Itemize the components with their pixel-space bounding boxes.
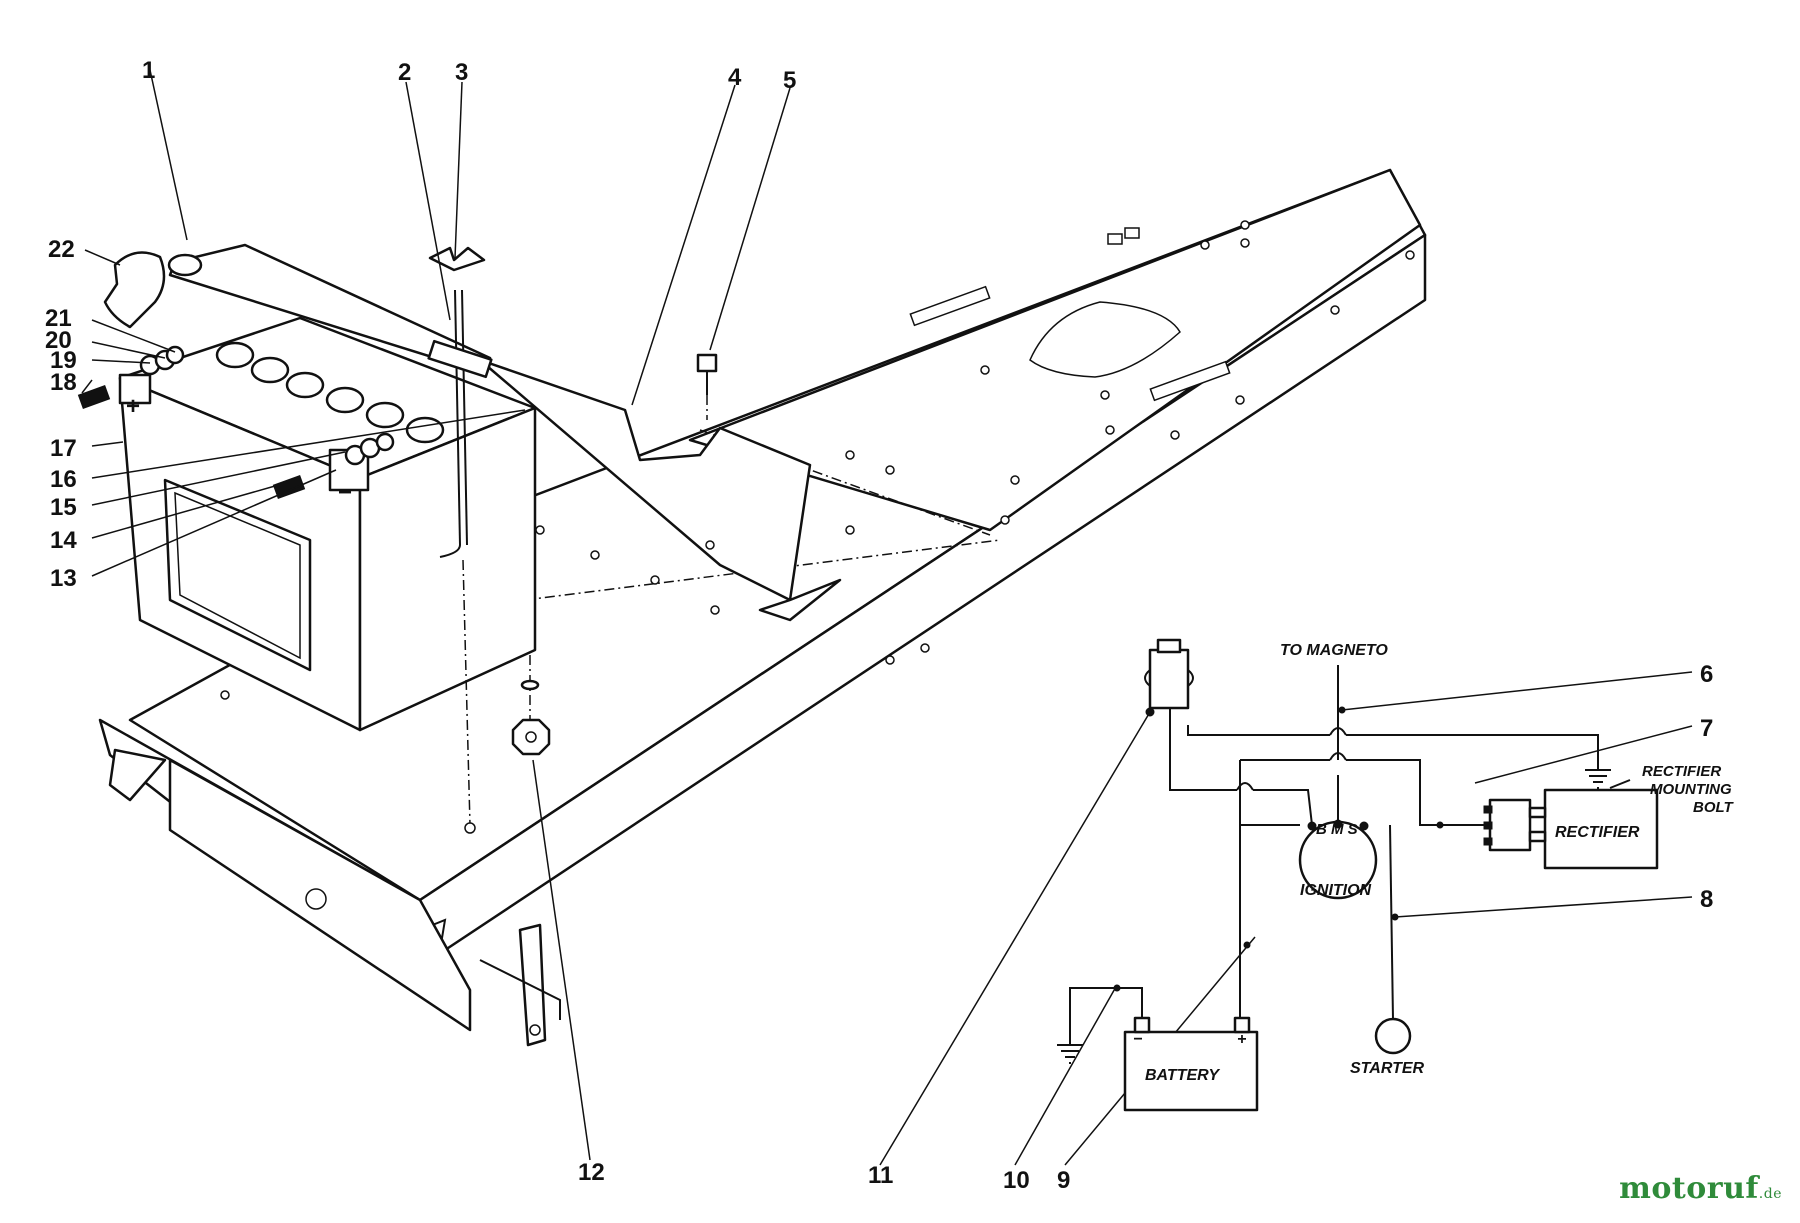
rectifier-box xyxy=(1543,788,1659,870)
callout-12: 12 xyxy=(578,1159,605,1186)
battery-terminals xyxy=(77,345,395,500)
ignition-label: IGNITION xyxy=(1300,882,1372,899)
callout-11: 11 xyxy=(868,1162,893,1189)
rectifier-bolt-label-2: MOUNTING xyxy=(1650,781,1732,798)
wiring-schematic: B M S TO MAGNETO RECTIFIER RECTIFIER xyxy=(1057,638,1735,1112)
callout-3: 3 xyxy=(455,59,468,86)
callout-6: 6 xyxy=(1700,661,1713,688)
rectifier-bolt-label-1: RECTIFIER xyxy=(1642,763,1721,780)
callout-numbers: 1 2 3 4 5 6 7 8 9 10 11 12 13 14 15 16 1… xyxy=(45,57,1713,1194)
battery-label: BATTERY xyxy=(1145,1067,1220,1084)
rectifier-label: RECTIFIER xyxy=(1555,824,1640,841)
callout-9: 9 xyxy=(1057,1167,1070,1194)
callout-20: 20 xyxy=(45,327,72,354)
callout-1: 1 xyxy=(142,57,155,84)
battery-assembly: + − xyxy=(77,243,718,834)
battery-neg-mark: − xyxy=(338,479,352,506)
leader-lines xyxy=(81,69,1693,1166)
callout-13: 13 xyxy=(50,565,77,592)
seat-plate-marks xyxy=(1107,227,1140,245)
rectifier-ground-icon xyxy=(1585,769,1611,789)
rectifier-bolt-label-3: BOLT xyxy=(1693,799,1735,816)
battery-neg-label: − xyxy=(1133,1031,1142,1048)
watermark-brand: motoruf xyxy=(1619,1171,1759,1206)
callout-4: 4 xyxy=(728,64,742,91)
battery-ground-icon xyxy=(1057,1044,1083,1064)
starter-icon xyxy=(1374,1017,1412,1055)
schematic-battery xyxy=(1123,1030,1259,1112)
callout-18: 18 xyxy=(50,369,77,396)
callout-7: 7 xyxy=(1700,715,1713,742)
callout-19: 19 xyxy=(50,347,77,374)
callout-10: 10 xyxy=(1003,1167,1030,1194)
watermark-suffix: .de xyxy=(1758,1186,1782,1202)
callout-17: 17 xyxy=(50,435,77,462)
starter-label: STARTER xyxy=(1350,1060,1425,1077)
battery-pos-mark: + xyxy=(126,393,140,420)
battery-pos-label: + xyxy=(1237,1031,1246,1048)
callout-2: 2 xyxy=(398,59,411,86)
watermark-logo: motoruf.de xyxy=(1619,1171,1782,1206)
callout-22: 22 xyxy=(48,236,75,263)
chassis-frame xyxy=(98,168,1427,1047)
switch-terminal-labels: B M S xyxy=(1316,821,1358,838)
callout-14: 14 xyxy=(50,527,77,554)
callout-16: 16 xyxy=(50,466,77,493)
to-magneto-label: TO MAGNETO xyxy=(1280,642,1388,659)
callout-21: 21 xyxy=(45,305,72,332)
callout-5: 5 xyxy=(783,67,796,94)
solenoid-icon xyxy=(1148,648,1190,710)
callout-8: 8 xyxy=(1700,886,1713,913)
callout-15: 15 xyxy=(50,494,77,521)
